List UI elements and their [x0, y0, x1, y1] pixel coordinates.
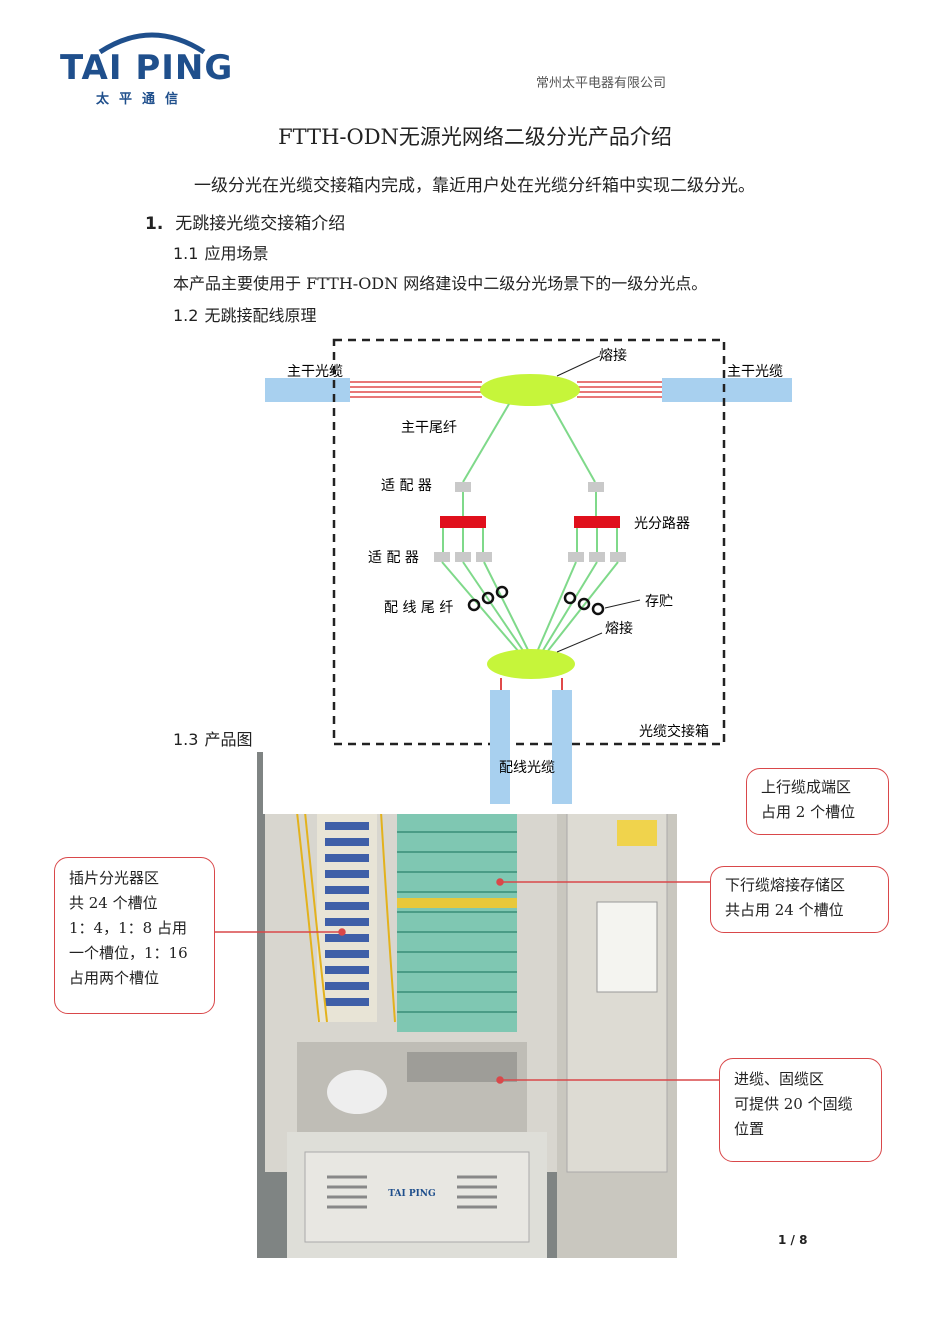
trunk-cable-left: [265, 378, 350, 402]
subsection-number: 1.3: [173, 730, 199, 749]
section-number: 1.: [145, 214, 164, 234]
label-splice-top: 熔接: [599, 347, 627, 364]
intro-paragraph: 一级分光在光缆交接箱内完成，靠近用户处在光缆分纤箱中实现二级分光。: [194, 176, 755, 196]
subsection-label: 无跳接配线原理: [204, 306, 317, 325]
label-adapter-bottom: 适 配 器: [368, 550, 419, 566]
callout-upper-termination: 上行缆成端区 占用 2 个槽位: [746, 768, 889, 835]
callout-line: 下行缆熔接存储区: [725, 876, 846, 894]
page-number: 1 / 8: [778, 1233, 808, 1247]
subsection-label: 应用场景: [204, 244, 269, 263]
wiring-diagram: 主干光缆 主干光缆 熔接 主干尾纤 适 配 器 光分路器 适 配 器 配 线 尾…: [263, 330, 797, 814]
callout-line: 1：4，1：8 占用: [69, 919, 187, 937]
callout-line: 一个槽位，1：16: [69, 944, 188, 962]
callout-cable-entry: 进缆、固缆区 可提供 20 个固缆 位置: [719, 1058, 882, 1162]
company-name: 常州太平电器有限公司: [536, 76, 667, 91]
splice-bottom: [487, 649, 575, 679]
splice-top: [480, 374, 580, 406]
subsection-1-3: 1.3 产品图: [173, 726, 252, 750]
subsection-number: 1.1: [173, 244, 199, 263]
trunk-cable-right: [662, 378, 792, 402]
callout-line: 上行缆成端区: [761, 778, 852, 796]
logo-text: TAI PING: [60, 48, 234, 88]
callout-line: 共 24 个槽位: [69, 894, 158, 912]
logo-cn-text: 太平通信: [96, 92, 189, 107]
body-paragraph: 本产品主要使用于 FTTH-ODN 网络建设中二级分光场景下的一级分光点。: [173, 274, 708, 293]
callout-line: 可提供 20 个固缆: [734, 1095, 853, 1113]
subsection-1-1: 1.1 应用场景: [173, 240, 268, 264]
subsection-label: 产品图: [204, 730, 253, 749]
callout-line: 占用两个槽位: [69, 969, 160, 987]
callout-splice-storage: 下行缆熔接存储区 共占用 24 个槽位: [710, 866, 889, 933]
product-photo: TAI PING: [257, 752, 677, 1258]
label-trunk-left: 主干光缆: [287, 364, 343, 380]
callout-line: 进缆、固缆区: [734, 1070, 825, 1088]
cabinet-boundary: [332, 338, 726, 746]
label-cabinet: 光缆交接箱: [639, 723, 709, 740]
callout-line: 占用 2 个槽位: [761, 803, 856, 821]
subsection-number: 1.2: [173, 306, 199, 325]
logo-arc-icon: [98, 32, 206, 54]
photo-brand-label: TAI PING: [388, 1189, 435, 1199]
dist-cable-left: [490, 690, 510, 804]
splitter-left: [440, 516, 486, 528]
label-dist-cable: 配线光缆: [499, 760, 555, 776]
callout-line: 位置: [734, 1120, 765, 1138]
page-title: FTTH-ODN无源光网络二级分光产品介绍: [278, 125, 672, 149]
label-dist-pigtail: 配 线 尾 纤: [384, 600, 453, 616]
label-trunk-pigtail: 主干尾纤: [401, 420, 457, 436]
label-splitter: 光分路器: [634, 516, 690, 532]
adapter-top-left: [455, 482, 471, 492]
taiping-logo: TAI PING 太平通信: [60, 24, 240, 108]
adapter-top-right: [588, 482, 604, 492]
dist-cable-right: [552, 690, 572, 804]
section-label: 无跳接光缆交接箱介绍: [175, 214, 346, 234]
splitter-right: [574, 516, 620, 528]
callout-line: 共占用 24 个槽位: [725, 901, 844, 919]
label-splice-bottom: 熔接: [605, 620, 633, 637]
callout-line: 插片分光器区: [69, 869, 160, 887]
subsection-1-2: 1.2 无跳接配线原理: [173, 302, 316, 326]
callout-splitter-zone: 插片分光器区 共 24 个槽位 1：4，1：8 占用 一个槽位，1：16 占用两…: [54, 857, 215, 1014]
cabinet-photo-illustration: TAI PING: [257, 752, 677, 1258]
label-trunk-right: 主干光缆: [727, 364, 783, 380]
label-adapter-top: 适 配 器: [381, 478, 432, 494]
label-storage: 存贮: [645, 594, 673, 610]
section-1-heading: 1. 无跳接光缆交接箱介绍: [145, 209, 345, 234]
